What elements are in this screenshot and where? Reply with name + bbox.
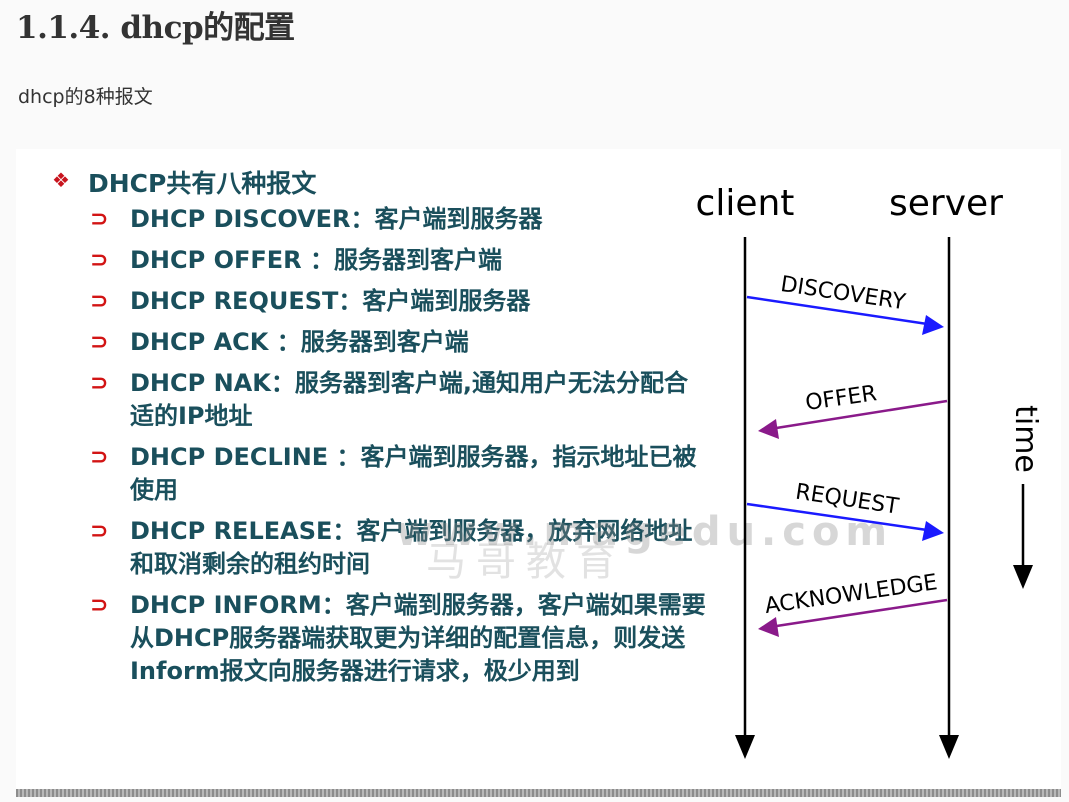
discovery-arrowhead xyxy=(922,315,944,335)
time-label: time xyxy=(1008,405,1043,473)
list-item-text: DHCP INFORM：客户端到服务器，客户端如果需要从DHCP服务器端获取更为… xyxy=(130,591,706,685)
list-item-text: DHCP REQUEST：客户端到服务器 xyxy=(130,287,531,315)
acknowledge-label: ACKNOWLEDGE xyxy=(763,570,939,619)
time-axis-arrowhead xyxy=(1013,565,1033,589)
offer-label: OFFER xyxy=(804,381,879,416)
offer-arrow-line xyxy=(769,399,948,431)
sequence-diagram: client server DISCOVERY OFFER REQUEST AC… xyxy=(696,183,1043,759)
bottom-divider xyxy=(16,789,1061,797)
list-item: ⊃ DHCP RELEASE：客户端到服务器，放弃网络地址和取消剩余的租约时间 xyxy=(88,515,708,581)
message-list: ⊃ DHCP DISCOVER：客户端到服务器 ⊃ DHCP OFFER ：服务器到… xyxy=(88,203,708,696)
arrow-bullet-icon: ⊃ xyxy=(90,330,109,355)
page-heading: 1.1.4. dhcp的配置 xyxy=(16,10,295,46)
discovery-label: DISCOVERY xyxy=(779,272,908,315)
list-item: ⊃ DHCP INFORM：客户端到服务器，客户端如果需要从DHCP服务器端获取更… xyxy=(88,589,708,688)
request-arrowhead xyxy=(922,521,944,541)
arrow-bullet-icon: ⊃ xyxy=(90,248,109,273)
list-item: ⊃ DHCP NAK：服务器到客户端,通知用户无法分配合适的IP地址 xyxy=(88,367,708,433)
server-label: server xyxy=(889,183,1003,224)
intro-text: dhcp的8种报文 xyxy=(18,86,153,108)
arrow-bullet-icon: ⊃ xyxy=(90,207,109,232)
acknowledge-arrow-line xyxy=(769,598,948,629)
list-item: ⊃ DHCP DISCOVER：客户端到服务器 xyxy=(88,203,708,236)
dhcp-figure: ❖ DHCP共有八种报文 ⊃ DHCP DISCOVER：客户端到服务器 ⊃ DHC… xyxy=(16,149,1061,789)
list-item-text: DHCP RELEASE：客户端到服务器，放弃网络地址和取消剩余的租约时间 xyxy=(130,517,693,578)
diamond-bullet-icon: ❖ xyxy=(52,168,70,192)
watermark-cn: 马哥教育 xyxy=(426,539,626,585)
arrow-bullet-icon: ⊃ xyxy=(90,519,109,544)
list-item: ⊃ DHCP OFFER ：服务器到客户端 xyxy=(88,244,708,277)
list-item-text: DHCP NAK：服务器到客户端,通知用户无法分配合适的IP地址 xyxy=(130,369,688,430)
discovery-arrow-line xyxy=(746,295,935,327)
server-lifeline-arrowhead xyxy=(939,735,959,759)
list-item-text: DHCP OFFER ：服务器到客户端 xyxy=(130,246,502,274)
offer-arrowhead xyxy=(758,419,779,439)
list-item: ⊃ DHCP DECLINE ：客户端到服务器，指示地址已被使用 xyxy=(88,441,708,507)
figure-title: DHCP共有八种报文 xyxy=(88,169,317,198)
arrow-bullet-icon: ⊃ xyxy=(90,593,109,618)
client-label: client xyxy=(696,183,795,224)
list-item-text: DHCP DECLINE ：客户端到服务器，指示地址已被使用 xyxy=(130,443,697,504)
list-item: ⊃ DHCP REQUEST：客户端到服务器 xyxy=(88,285,708,318)
watermark-latin: www.magedu.com xyxy=(396,509,894,555)
acknowledge-arrowhead xyxy=(758,617,779,637)
arrow-bullet-icon: ⊃ xyxy=(90,289,109,314)
request-arrow-line xyxy=(746,502,935,533)
client-lifeline-arrowhead xyxy=(735,735,755,759)
list-item: ⊃ DHCP ACK ：服务器到客户端 xyxy=(88,326,708,359)
list-item-text: DHCP ACK ：服务器到客户端 xyxy=(130,328,469,356)
arrow-bullet-icon: ⊃ xyxy=(90,445,109,470)
arrow-bullet-icon: ⊃ xyxy=(90,371,109,396)
list-item-text: DHCP DISCOVER：客户端到服务器 xyxy=(130,205,543,233)
